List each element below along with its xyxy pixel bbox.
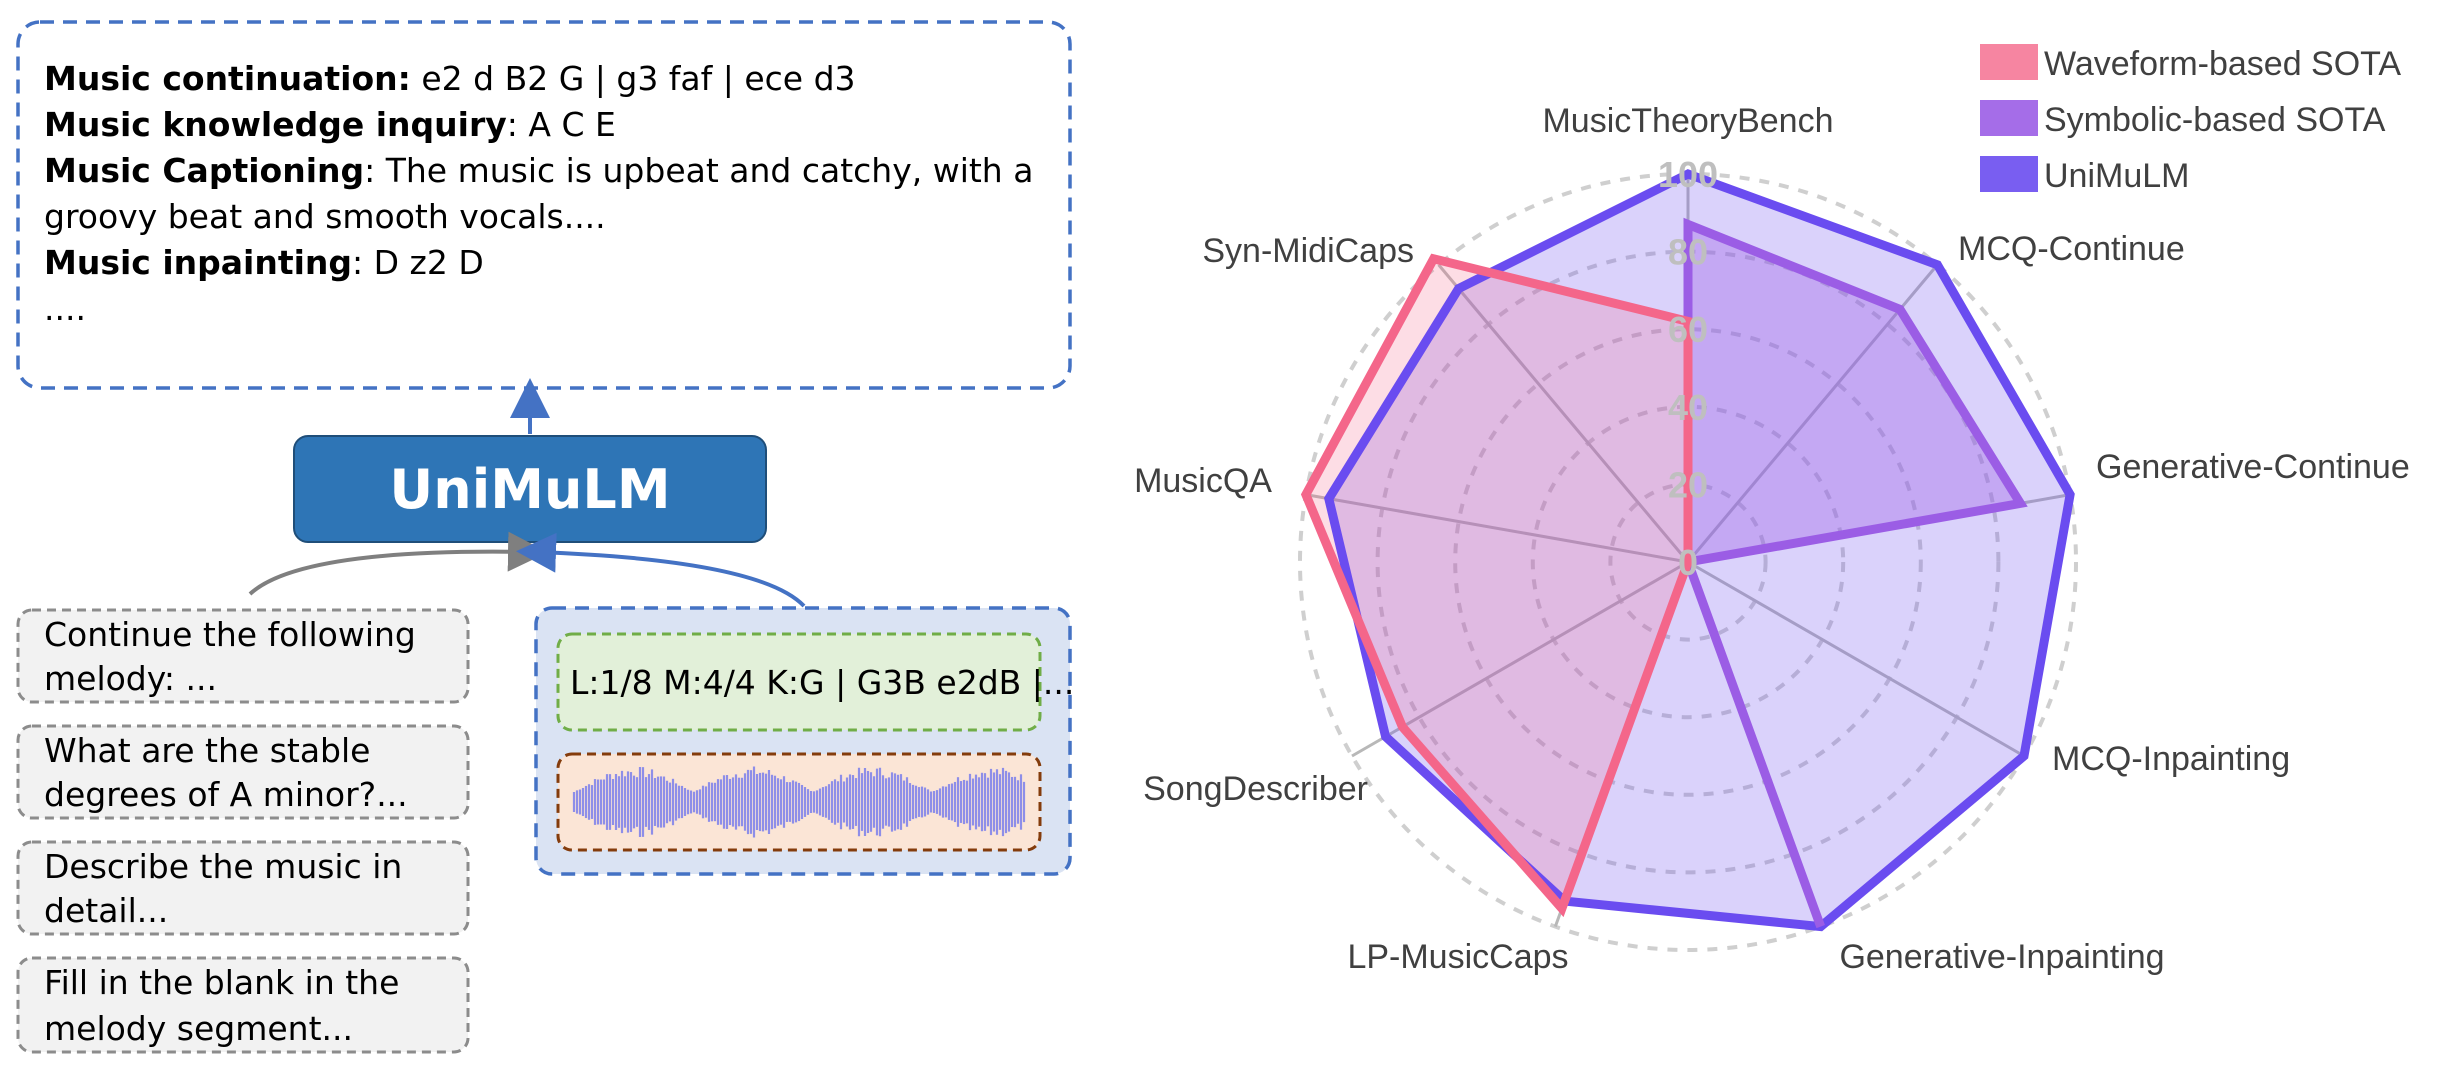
- prompt-box: Fill in the blank in the melody segment.…: [16, 956, 470, 1054]
- output-line-captioning-cont: groovy beat and smooth vocals....: [44, 197, 606, 236]
- legend-swatch: [1980, 156, 2038, 192]
- prompt-box: Continue the following melody: ...: [16, 608, 470, 704]
- radar-tick-label: 20: [1668, 464, 1708, 505]
- radar-axis-label: Generative-Inpainting: [1839, 938, 2164, 976]
- audio-input-box: [556, 752, 1042, 852]
- radar-tick-label: 0: [1678, 542, 1698, 583]
- output-line-continuation: Music continuation: e2 d B2 G | g3 faf |…: [44, 59, 856, 98]
- radar-area: [1305, 258, 1688, 909]
- radar-axis-label: MusicQA: [1134, 462, 1272, 500]
- radar-spoke: [1687, 560, 2025, 758]
- radar-axis-label: SongDescriber: [1143, 770, 1368, 808]
- radar-tick-label: 40: [1668, 387, 1708, 428]
- radar-tick-labels: 0 20 40 60 80 100: [1658, 154, 1718, 583]
- legend-entry: UniMuLM: [2044, 157, 2189, 195]
- prompt-line: Describe the music in: [44, 847, 402, 886]
- radar-grid-ring: [1530, 404, 1846, 720]
- radar-series: [1300, 169, 2075, 932]
- radar-chart: 0 20 40 60 80 100 MusicTheoryBenchMCQ-Continu…: [1134, 102, 2410, 976]
- radar-axis-label: MCQ-Continue: [1958, 230, 2185, 268]
- radar-axis-label: MCQ-Inpainting: [2052, 740, 2290, 778]
- prompt-line: melody: ...: [44, 659, 217, 698]
- radar-spoke: [1686, 263, 1939, 563]
- output-line-inpainting: Music inpainting: D z2 D: [44, 243, 484, 282]
- radar-tick-label: 60: [1668, 309, 1708, 350]
- symbolic-input-box: L:1/8 M:4/4 K:G | G3B e2dB |...: [556, 632, 1074, 732]
- radar-area: [1328, 174, 2071, 927]
- chart-legend: Waveform-based SOTA Symbolic-based SOTA Un…: [1980, 44, 2401, 195]
- symbolic-input-text: L:1/8 M:4/4 K:G | G3B e2dB |...: [570, 663, 1074, 702]
- prompt-line: Fill in the blank in the: [44, 963, 399, 1002]
- legend-swatch: [1980, 100, 2038, 136]
- prompt-box: Describe the music in detail...: [16, 840, 470, 936]
- model-name: UniMuLM: [389, 458, 670, 521]
- radar-spoke: [1351, 560, 1689, 758]
- output-line-captioning: Music Captioning: The music is upbeat an…: [44, 151, 1033, 190]
- radar-tick-label: 100: [1658, 154, 1718, 195]
- radar-axis-labels: MusicTheoryBenchMCQ-ContinueGenerative-C…: [1134, 102, 2410, 976]
- waveform-icon: [572, 766, 1026, 838]
- prompt-line: detail...: [44, 891, 168, 930]
- radar-series-line: [1323, 169, 2075, 932]
- radar-tick-label: 80: [1668, 232, 1708, 273]
- arrow-prompts-to-model: [248, 531, 548, 596]
- legend-swatch: [1980, 44, 2038, 80]
- prompt-line: degrees of A minor?...: [44, 775, 408, 814]
- radar-area: [1688, 224, 2021, 927]
- radar-axis-label: Generative-Continue: [2096, 448, 2410, 486]
- legend-entry: Symbolic-based SOTA: [2044, 101, 2386, 139]
- radar-spoke: [1437, 263, 1690, 563]
- output-line-knowledge: Music knowledge inquiry: A C E: [44, 105, 616, 144]
- arrow-inputs-to-model: [516, 532, 806, 608]
- prompt-line: Continue the following: [44, 615, 416, 654]
- radar-spoke: [1305, 493, 1689, 564]
- output-box: Music continuation: e2 d B2 G | g3 faf |…: [16, 20, 1072, 390]
- prompt-list: Continue the following melody: ... What …: [16, 608, 470, 1054]
- legend-entry: Waveform-based SOTA: [2044, 45, 2401, 83]
- radar-series-line: [1300, 253, 1693, 918]
- output-line-ellipsis: ....: [44, 289, 86, 328]
- input-panel: L:1/8 M:4/4 K:G | G3B e2dB |...: [534, 606, 1074, 876]
- prompt-line: melody segment...: [44, 1009, 353, 1048]
- radar-axis-label: Syn-MidiCaps: [1202, 232, 1414, 270]
- radar-axis-label: LP-MusicCaps: [1347, 938, 1568, 976]
- radar-axis-label: MusicTheoryBench: [1542, 102, 1833, 140]
- radar-grid-ring: [1453, 327, 1923, 797]
- prompt-box: What are the stable degrees of A minor?.…: [16, 724, 470, 820]
- prompt-line: What are the stable: [44, 731, 370, 770]
- model-box: UniMuLM: [293, 435, 767, 543]
